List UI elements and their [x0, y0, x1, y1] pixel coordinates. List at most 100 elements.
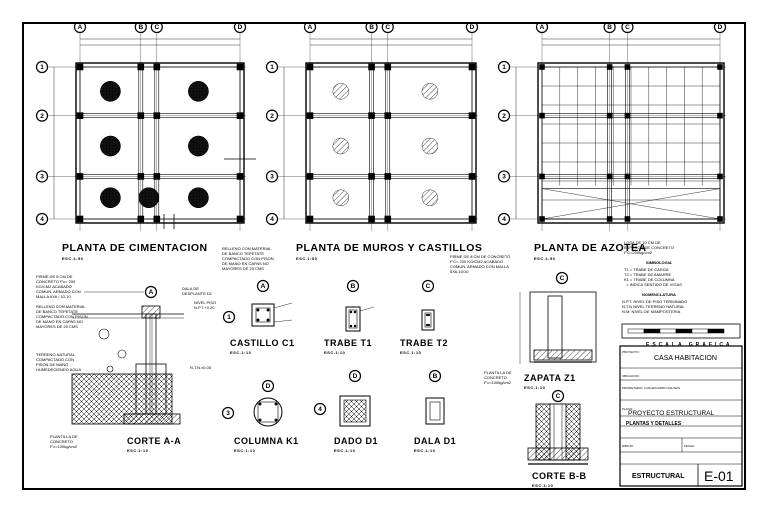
castillo-c1: [306, 173, 314, 180]
escala-segment: [675, 328, 693, 334]
rebar-dot: [256, 318, 260, 322]
axis-row-1-bubble: [35, 60, 49, 74]
detail-title-dado: DADO D1: [334, 436, 379, 446]
axis-row-4-bubble: [497, 212, 511, 226]
axis-col-a-label: A: [78, 24, 83, 31]
footing-texture: [100, 135, 121, 157]
axis-dala-label: B: [433, 373, 438, 380]
column-k1: [717, 216, 723, 222]
axis-castillo-row-label: 1: [227, 314, 231, 321]
axis-corte-bb-label: C: [556, 393, 561, 400]
column-k1: [606, 173, 613, 180]
axis-corte-bb-bubble: [551, 389, 565, 403]
axis-row-2-bubble: [265, 109, 279, 122]
dado-outline: [339, 395, 371, 427]
rebar-dot: [425, 323, 429, 327]
column-k1: [236, 173, 244, 180]
axis-col-c-bubble: [150, 24, 163, 34]
columna-stirrup: [257, 401, 279, 423]
castillo-outline: [251, 303, 275, 327]
note-corte-terreno: TERRENO NATURAL COMPACTADO CON PISON DE …: [36, 352, 82, 372]
axis-castillo-row-bubble: [222, 310, 236, 324]
axis-col-c-bubble: [381, 24, 394, 34]
castillo-c1: [368, 215, 375, 223]
column-k1: [137, 173, 145, 180]
axis-col-a-label: A: [308, 24, 313, 31]
column-k1: [137, 215, 145, 223]
axis-col-b-label: B: [138, 24, 143, 31]
rebar-dot: [349, 310, 353, 314]
column-k1: [539, 64, 545, 70]
axis-trabe1-label: B: [351, 283, 356, 290]
column-dado: [332, 83, 349, 100]
column-k1: [76, 215, 84, 223]
simbologia-list: T1 = TRABE DE CARGA T2 = TRABE DE AMARRE…: [624, 267, 682, 287]
axis-col-c-bubble: [621, 24, 634, 34]
axis-zapata-label: C: [560, 275, 565, 282]
castillo-c1: [384, 63, 392, 71]
axis-zapata-bubble: [555, 271, 569, 285]
column-k1: [717, 112, 723, 119]
corte-aa-footing: [123, 413, 181, 425]
detail-scale-castillo: ESC.1:10: [230, 350, 252, 355]
axis-row-3-label: 3: [270, 174, 274, 181]
axis-row-2-label: 2: [502, 113, 506, 120]
plan-title-muros: PLANTA DE MUROS Y CASTILLOS: [296, 242, 483, 254]
escala-segment: [643, 328, 661, 334]
tb-content: PLANTAS Y DETALLES: [626, 421, 682, 427]
castillo-stirrup: [255, 307, 271, 323]
trabe1-stirrup: [348, 309, 358, 329]
column-k1: [624, 64, 631, 70]
footing-texture: [100, 81, 121, 102]
column-k1: [153, 63, 161, 71]
axis-row-1-bubble: [265, 60, 279, 74]
tb-plan-caption: PLANO:: [622, 407, 634, 411]
rebar-dot: [258, 402, 262, 406]
tb-date-caption: FECHA:: [684, 444, 696, 448]
axis-trabe2-bubble: [421, 279, 435, 293]
axis-columna-label: D: [266, 383, 271, 390]
rebar-dot: [256, 308, 260, 312]
axis-col-d-label: D: [470, 24, 475, 31]
axis-row-4-label: 4: [270, 216, 274, 223]
axis-row-4-bubble: [265, 212, 279, 226]
castillo-c1: [306, 63, 314, 71]
axis-row-1-label: 1: [502, 64, 506, 71]
column-dado: [421, 137, 439, 155]
column-k1: [236, 63, 244, 71]
column-k1: [137, 112, 145, 119]
detail-title-dala: DALA D1: [414, 436, 457, 446]
castillo-c1: [368, 63, 375, 71]
axis-corte-aa-bubble: [144, 285, 158, 299]
axis-row-2-label: 2: [270, 113, 274, 120]
corte-bb-footing: [527, 447, 589, 461]
escala-segment: [691, 328, 709, 334]
plan-title-cimentacion: PLANTA DE CIMENTACION: [62, 242, 208, 254]
note-ntn: N.T.N.±0.00: [190, 365, 212, 370]
axis-col-c-label: C: [385, 24, 390, 31]
axis-dado-row-bubble: [313, 402, 327, 416]
axis-trabe2-label: C: [426, 283, 431, 290]
dado-stirrup: [343, 399, 367, 423]
axis-row-1-label: 1: [40, 64, 44, 71]
tb-type: ESTRUCTURAL: [632, 473, 685, 480]
axis-columna-row-label: 3: [226, 410, 230, 417]
escala-box: [621, 323, 741, 339]
note-dala-desplante: DALA DE DESPLANTE D1: [182, 286, 213, 296]
axis-row-2-bubble: [35, 109, 49, 122]
column-k1: [137, 63, 145, 71]
tb-sheet-number: E-01: [704, 468, 734, 484]
trabe2-outline: [421, 309, 435, 331]
footing-texture: [138, 187, 160, 208]
detail-scale-dala: ESC.1:10: [414, 448, 436, 453]
axis-columna-row-bubble: [221, 406, 235, 420]
column-k1: [624, 112, 631, 119]
axis-dado-label: D: [353, 373, 358, 380]
rebar-dot: [349, 324, 353, 328]
axis-col-b-label: B: [607, 24, 612, 31]
axis-row-4-bubble: [35, 212, 49, 226]
castillo-c1: [468, 173, 476, 180]
column-k1: [153, 173, 161, 180]
detail-title-corte-bb: CORTE B-B: [532, 471, 587, 481]
